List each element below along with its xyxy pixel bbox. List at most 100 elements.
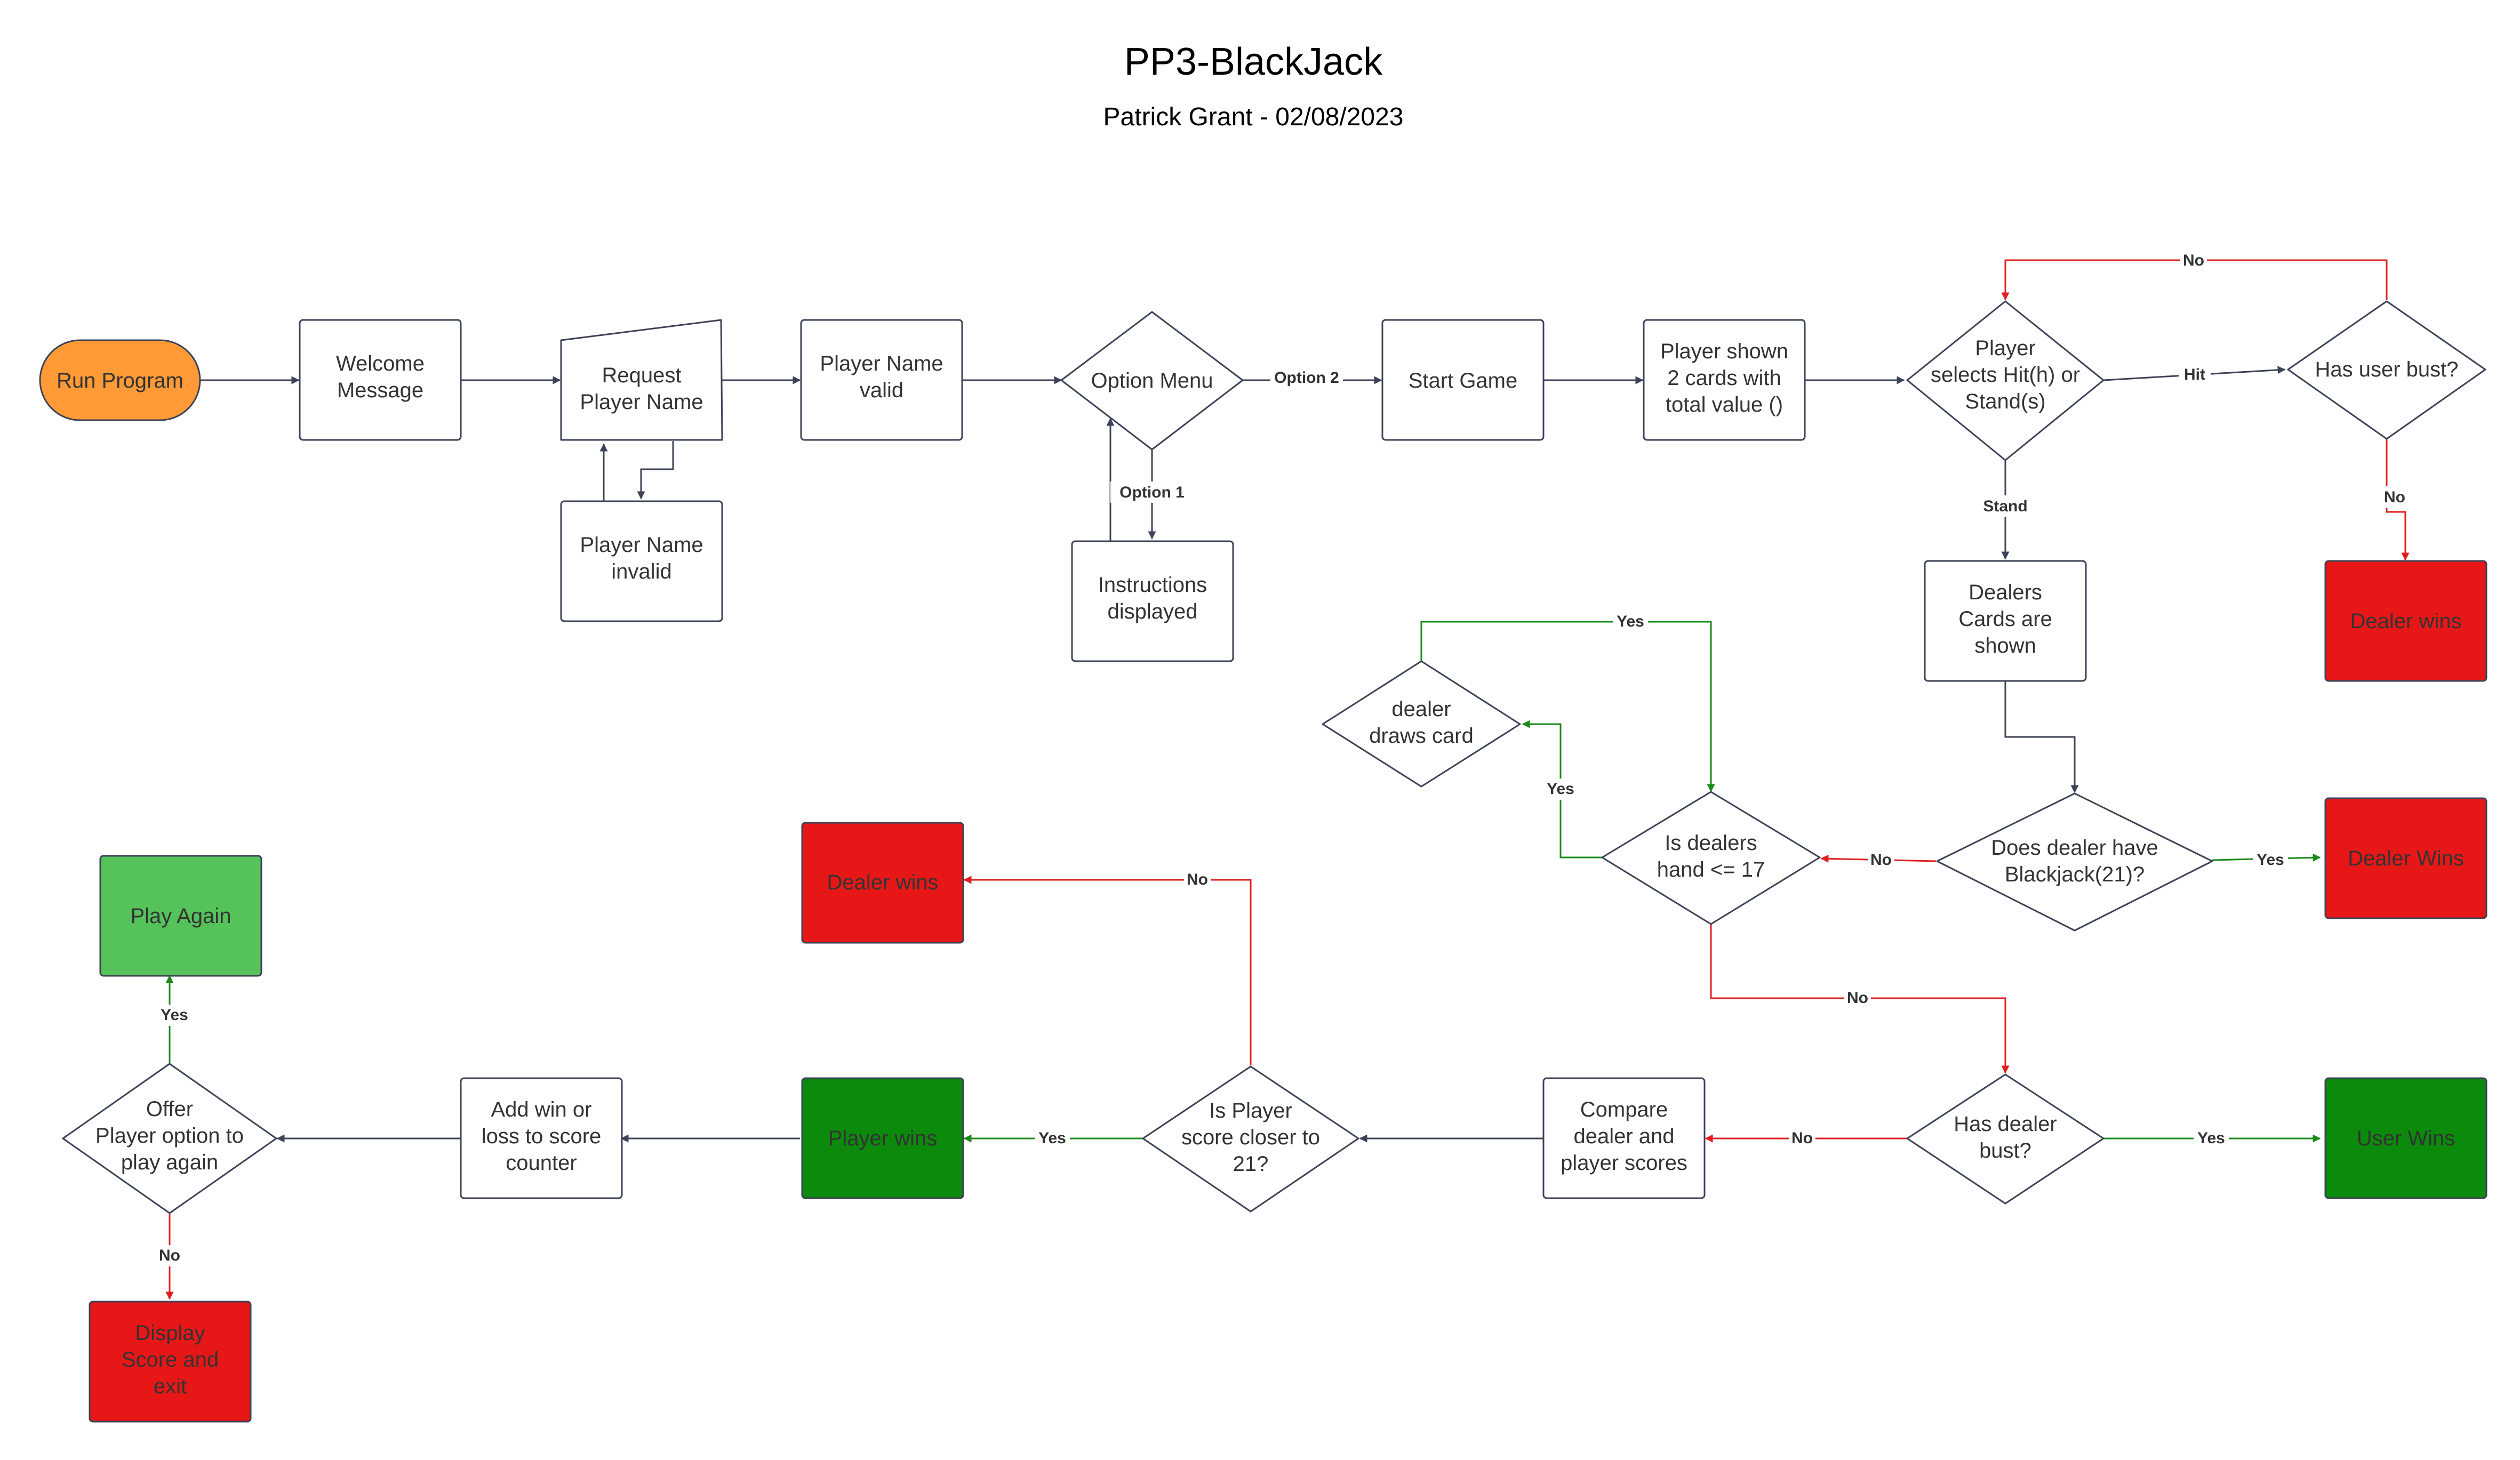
node-user-wins: User Wins (2324, 1077, 2487, 1199)
svg-text:dealer and: dealer and (1573, 1125, 1674, 1148)
node-welcome-message: Welcome Message (299, 319, 462, 441)
diagram-title: PP3-BlackJack (1124, 41, 1383, 83)
svg-text:Cards are: Cards are (1958, 607, 2052, 631)
edge-draws-loop (1420, 621, 1715, 792)
label-no-hand: No (1847, 989, 1868, 1007)
edge-userbust-to-dealerwins (2386, 439, 2410, 561)
svg-text:Has user bust?: Has user bust? (2315, 358, 2458, 381)
label-stand: Stand (1983, 498, 2027, 515)
svg-text:Run Program: Run Program (57, 369, 183, 392)
svg-text:selects Hit(h) or: selects Hit(h) or (1931, 363, 2080, 387)
svg-text:21?: 21? (1233, 1152, 1269, 1176)
node-start-game: Start Game (1381, 319, 1545, 441)
label-no-dealer-bust: No (1791, 1129, 1813, 1147)
svg-text:Offer: Offer (146, 1097, 193, 1121)
svg-text:loss to score: loss to score (482, 1125, 602, 1148)
node-has-dealer-bust: Has dealer bust? (1906, 1073, 2105, 1205)
svg-text:Instructions: Instructions (1098, 573, 1207, 597)
svg-text:Is Player: Is Player (1209, 1099, 1292, 1122)
svg-text:Player Name: Player Name (580, 390, 703, 414)
svg-text:Dealer wins: Dealer wins (2350, 609, 2462, 633)
svg-text:counter: counter (506, 1151, 577, 1175)
svg-text:Option Menu: Option Menu (1091, 369, 1213, 392)
svg-text:Add win or: Add win or (491, 1098, 592, 1121)
edge-dealerscards-to-blackjack (2004, 681, 2079, 793)
svg-text:shown: shown (1974, 634, 2036, 657)
svg-text:Player Name: Player Name (580, 533, 703, 557)
svg-text:displayed: displayed (1107, 600, 1197, 623)
svg-text:Dealers: Dealers (1969, 581, 2042, 604)
svg-text:draws card: draws card (1369, 724, 1474, 748)
svg-text:2 cards with: 2 cards with (1667, 366, 1781, 390)
node-dealer-wins-blackjack: Dealer Wins (2324, 797, 2487, 919)
label-option-1: Option 1 (1119, 484, 1185, 501)
svg-text:Does dealer have: Does dealer have (1991, 836, 2158, 860)
svg-text:Dealer Wins: Dealer Wins (2348, 847, 2464, 870)
label-yes-draw: Yes (1547, 780, 1574, 798)
node-player-closer-check: Is Player score closer to 21? (1142, 1065, 1359, 1213)
node-dealer-wins-bust: Dealer wins (2324, 560, 2487, 682)
svg-text:play again: play again (121, 1151, 218, 1174)
svg-text:Player shown: Player shown (1660, 340, 1788, 363)
node-dealer-blackjack: Does dealer have Blackjack(21)? (1936, 792, 2213, 932)
label-yes-blackjack: Yes (2257, 851, 2284, 869)
node-compare-scores: Compare dealer and player scores (1542, 1077, 1706, 1199)
node-hit-or-stand: Player selects Hit(h) or Stand(s) (1906, 300, 2105, 461)
label-hit: Hit (2184, 366, 2205, 383)
svg-text:Player Name: Player Name (820, 352, 943, 375)
svg-text:Is dealers: Is dealers (1665, 831, 1757, 855)
svg-text:invalid: invalid (611, 560, 671, 583)
label-yes-again: Yes (161, 1006, 188, 1024)
svg-text:Player wins: Player wins (828, 1127, 938, 1150)
label-yes-loop: Yes (1617, 613, 1644, 630)
svg-text:Compare: Compare (1580, 1098, 1668, 1121)
node-dealer-wins-compare: Dealer wins (801, 822, 964, 944)
svg-text:score closer to: score closer to (1181, 1126, 1320, 1149)
label-no-user-bust: No (2384, 488, 2405, 506)
node-player-wins: Player wins (801, 1077, 964, 1199)
label-no-blackjack: No (1870, 851, 1892, 869)
node-dealers-cards-shown: Dealers Cards are shown (1924, 560, 2087, 682)
svg-text:Stand(s): Stand(s) (1965, 390, 2045, 413)
svg-text:Request: Request (602, 364, 682, 387)
svg-text:Has dealer: Has dealer (1954, 1112, 2057, 1136)
node-dealer-draws-card: dealer draws card (1322, 660, 1521, 788)
edge-request-to-invalid (637, 441, 674, 500)
svg-text:Blackjack(21)?: Blackjack(21)? (2005, 863, 2145, 886)
node-player-name-valid: Player Name valid (800, 319, 963, 441)
node-has-user-bust: Has user bust? (2287, 300, 2486, 440)
svg-text:hand <= 17: hand <= 17 (1657, 858, 1765, 881)
svg-text:dealer: dealer (1391, 697, 1451, 721)
node-option-menu: Option Menu (1060, 311, 1244, 451)
label-yes-dealer-bust: Yes (2197, 1129, 2225, 1147)
svg-text:total value (): total value () (1666, 393, 1783, 416)
edge-closer-to-dealerwins (963, 876, 1252, 1065)
node-display-score-exit: Display Score and exit (89, 1301, 252, 1423)
svg-text:Start Game: Start Game (1409, 369, 1518, 392)
node-request-player-name: Request Player Name (560, 319, 723, 441)
node-run-program: Run Program (39, 339, 201, 421)
label-no-again: No (159, 1247, 180, 1264)
svg-text:bust?: bust? (1979, 1139, 2031, 1162)
svg-text:Display: Display (135, 1321, 205, 1345)
svg-text:Player: Player (1975, 336, 2035, 360)
node-player-shown-cards: Player shown 2 cards with total value () (1643, 319, 1806, 441)
node-dealers-hand-check: Is dealers hand <= 17 (1601, 791, 1821, 925)
diagram-subtitle: Patrick Grant - 02/08/2023 (1103, 103, 1404, 131)
label-yes-closer: Yes (1038, 1129, 1066, 1147)
node-play-again: Play Again (99, 855, 262, 977)
edge-labels: Option 2 Option 1 Hit No No Stand Yes No… (156, 250, 2408, 1266)
node-player-name-invalid: Player Name invalid (560, 500, 723, 622)
svg-text:player scores: player scores (1561, 1151, 1687, 1175)
label-option-2: Option 2 (1274, 369, 1339, 387)
label-no-closer: No (1187, 871, 1208, 888)
svg-text:Welcome: Welcome (336, 352, 425, 375)
svg-text:valid: valid (860, 379, 903, 402)
label-no-bust-loop: No (2183, 252, 2204, 269)
svg-text:exit: exit (154, 1375, 187, 1398)
node-instructions-displayed: Instructions displayed (1071, 540, 1234, 662)
svg-text:Score and: Score and (122, 1348, 219, 1371)
node-add-win-loss: Add win or loss to score counter (460, 1077, 623, 1199)
svg-text:Play Again: Play Again (130, 904, 231, 928)
